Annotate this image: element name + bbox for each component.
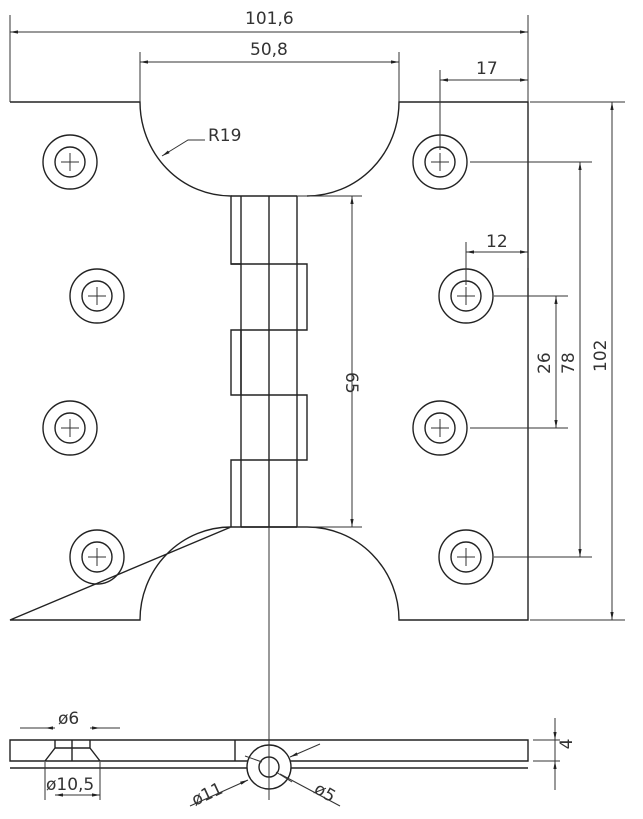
dimension-lines [9,15,625,621]
dim-radius: R19 [208,126,241,146]
dim-thickness: 4 [557,739,577,750]
screw-hole-icon [42,134,98,190]
dim-hole-offset-inner: 12 [486,232,508,252]
dim-countersink-small: ø6 [58,709,79,729]
dim-knuckle-outer-dia: ø11 [189,779,226,811]
dim-cutout-width: 50,8 [250,40,288,60]
screw-holes [42,134,494,585]
screw-hole-icon [412,400,468,456]
dim-knuckle-length: 65 [341,372,361,394]
dim-outer-hole-spacing: 78 [559,352,579,374]
hinge-plate-outline [9,101,529,621]
screw-hole-icon [69,268,125,324]
dim-overall-height: 102 [591,340,611,372]
dim-overall-width: 101,6 [245,9,294,29]
side-view [9,527,560,807]
dim-inner-hole-spacing: 26 [535,352,555,374]
screw-hole-icon [69,529,125,585]
dim-hole-offset-outer: 17 [476,59,498,79]
screw-hole-icon [438,529,494,585]
screw-hole-icon [42,400,98,456]
dim-countersink-large: ø10,5 [46,775,94,795]
